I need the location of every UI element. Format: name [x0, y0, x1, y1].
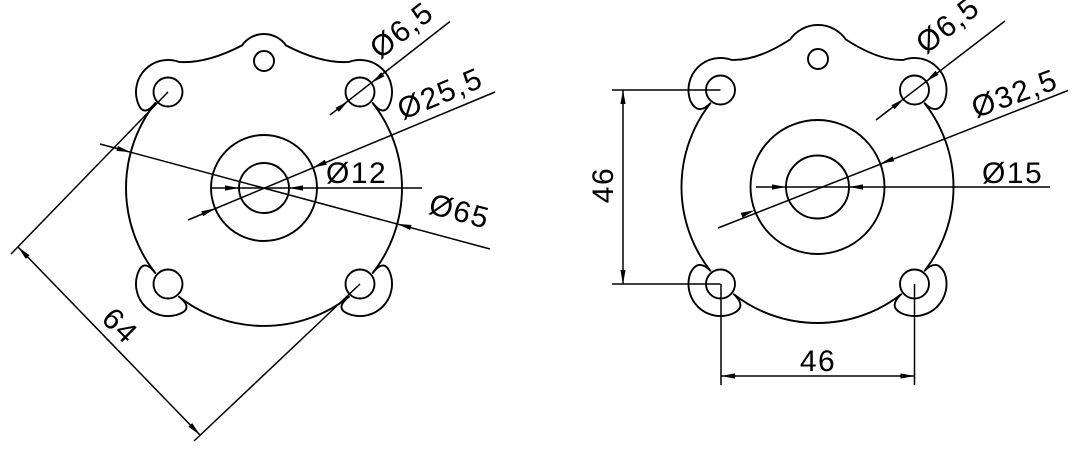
right-label-vertical-pitch: 46 — [587, 167, 620, 203]
left-extension-line — [193, 283, 361, 442]
left-arrowhead — [225, 185, 239, 191]
right-body-outline — [680, 23, 955, 324]
left-arrowhead — [289, 185, 303, 191]
right-arrowhead — [772, 184, 786, 190]
right-arrowhead — [880, 156, 895, 164]
left-label-middle-circle-diameter: Ø25,5 — [393, 62, 488, 127]
left-arrowhead — [18, 247, 30, 259]
right-label-horizontal-pitch: 46 — [800, 345, 836, 378]
right-arrowhead — [926, 70, 939, 82]
left-arrowhead — [397, 223, 412, 230]
right-arrowhead — [891, 98, 904, 110]
left-arrowhead — [335, 101, 349, 112]
left-label-body-diameter: Ø65 — [426, 188, 494, 236]
right-bolt-hole-top-right — [899, 74, 930, 106]
left-dim-line-diagonal-pitch — [17, 246, 201, 436]
left-arrowhead — [188, 423, 200, 435]
left-dim-line-middle-circle — [187, 91, 496, 221]
left-body-outline — [125, 33, 403, 327]
left-label-center-hole-diameter: Ø12 — [326, 157, 387, 190]
left-view: Ø6,5 Ø25,5 Ø12 Ø65 64 — [10, 0, 496, 442]
right-top-small-hole — [807, 48, 829, 70]
right-view: Ø6,5 Ø32,5 Ø15 46 46 — [587, 0, 1069, 385]
right-label-middle-circle-diameter: Ø32,5 — [967, 63, 1062, 125]
left-dim-line-bolt-hole — [329, 20, 451, 116]
right-label-bolt-hole-diameter: Ø6,5 — [910, 0, 986, 60]
right-arrowhead — [849, 184, 863, 190]
left-arrowhead — [201, 208, 216, 217]
left-dim-line-body — [99, 143, 491, 250]
left-label-diagonal-pitch: 64 — [95, 302, 144, 351]
left-arrowhead — [371, 72, 385, 83]
right-arrowhead — [740, 210, 755, 218]
left-top-small-hole — [253, 50, 275, 72]
right-arrowhead — [900, 373, 915, 379]
left-bolt-hole-bottom-right — [344, 268, 376, 300]
left-arrowhead — [116, 146, 131, 153]
right-arrowhead — [721, 373, 735, 379]
left-arrowhead — [312, 159, 327, 168]
right-arrowhead — [620, 270, 626, 284]
left-bolt-hole-top-left — [152, 76, 184, 108]
left-label-bolt-hole-diameter: Ø6,5 — [364, 0, 440, 65]
right-arrowhead — [620, 90, 626, 104]
left-bolt-hole-top-right — [344, 76, 376, 108]
right-label-center-hole-diameter: Ø15 — [982, 157, 1043, 190]
left-extension-line — [10, 91, 169, 255]
left-bolt-hole-bottom-left — [152, 268, 184, 300]
